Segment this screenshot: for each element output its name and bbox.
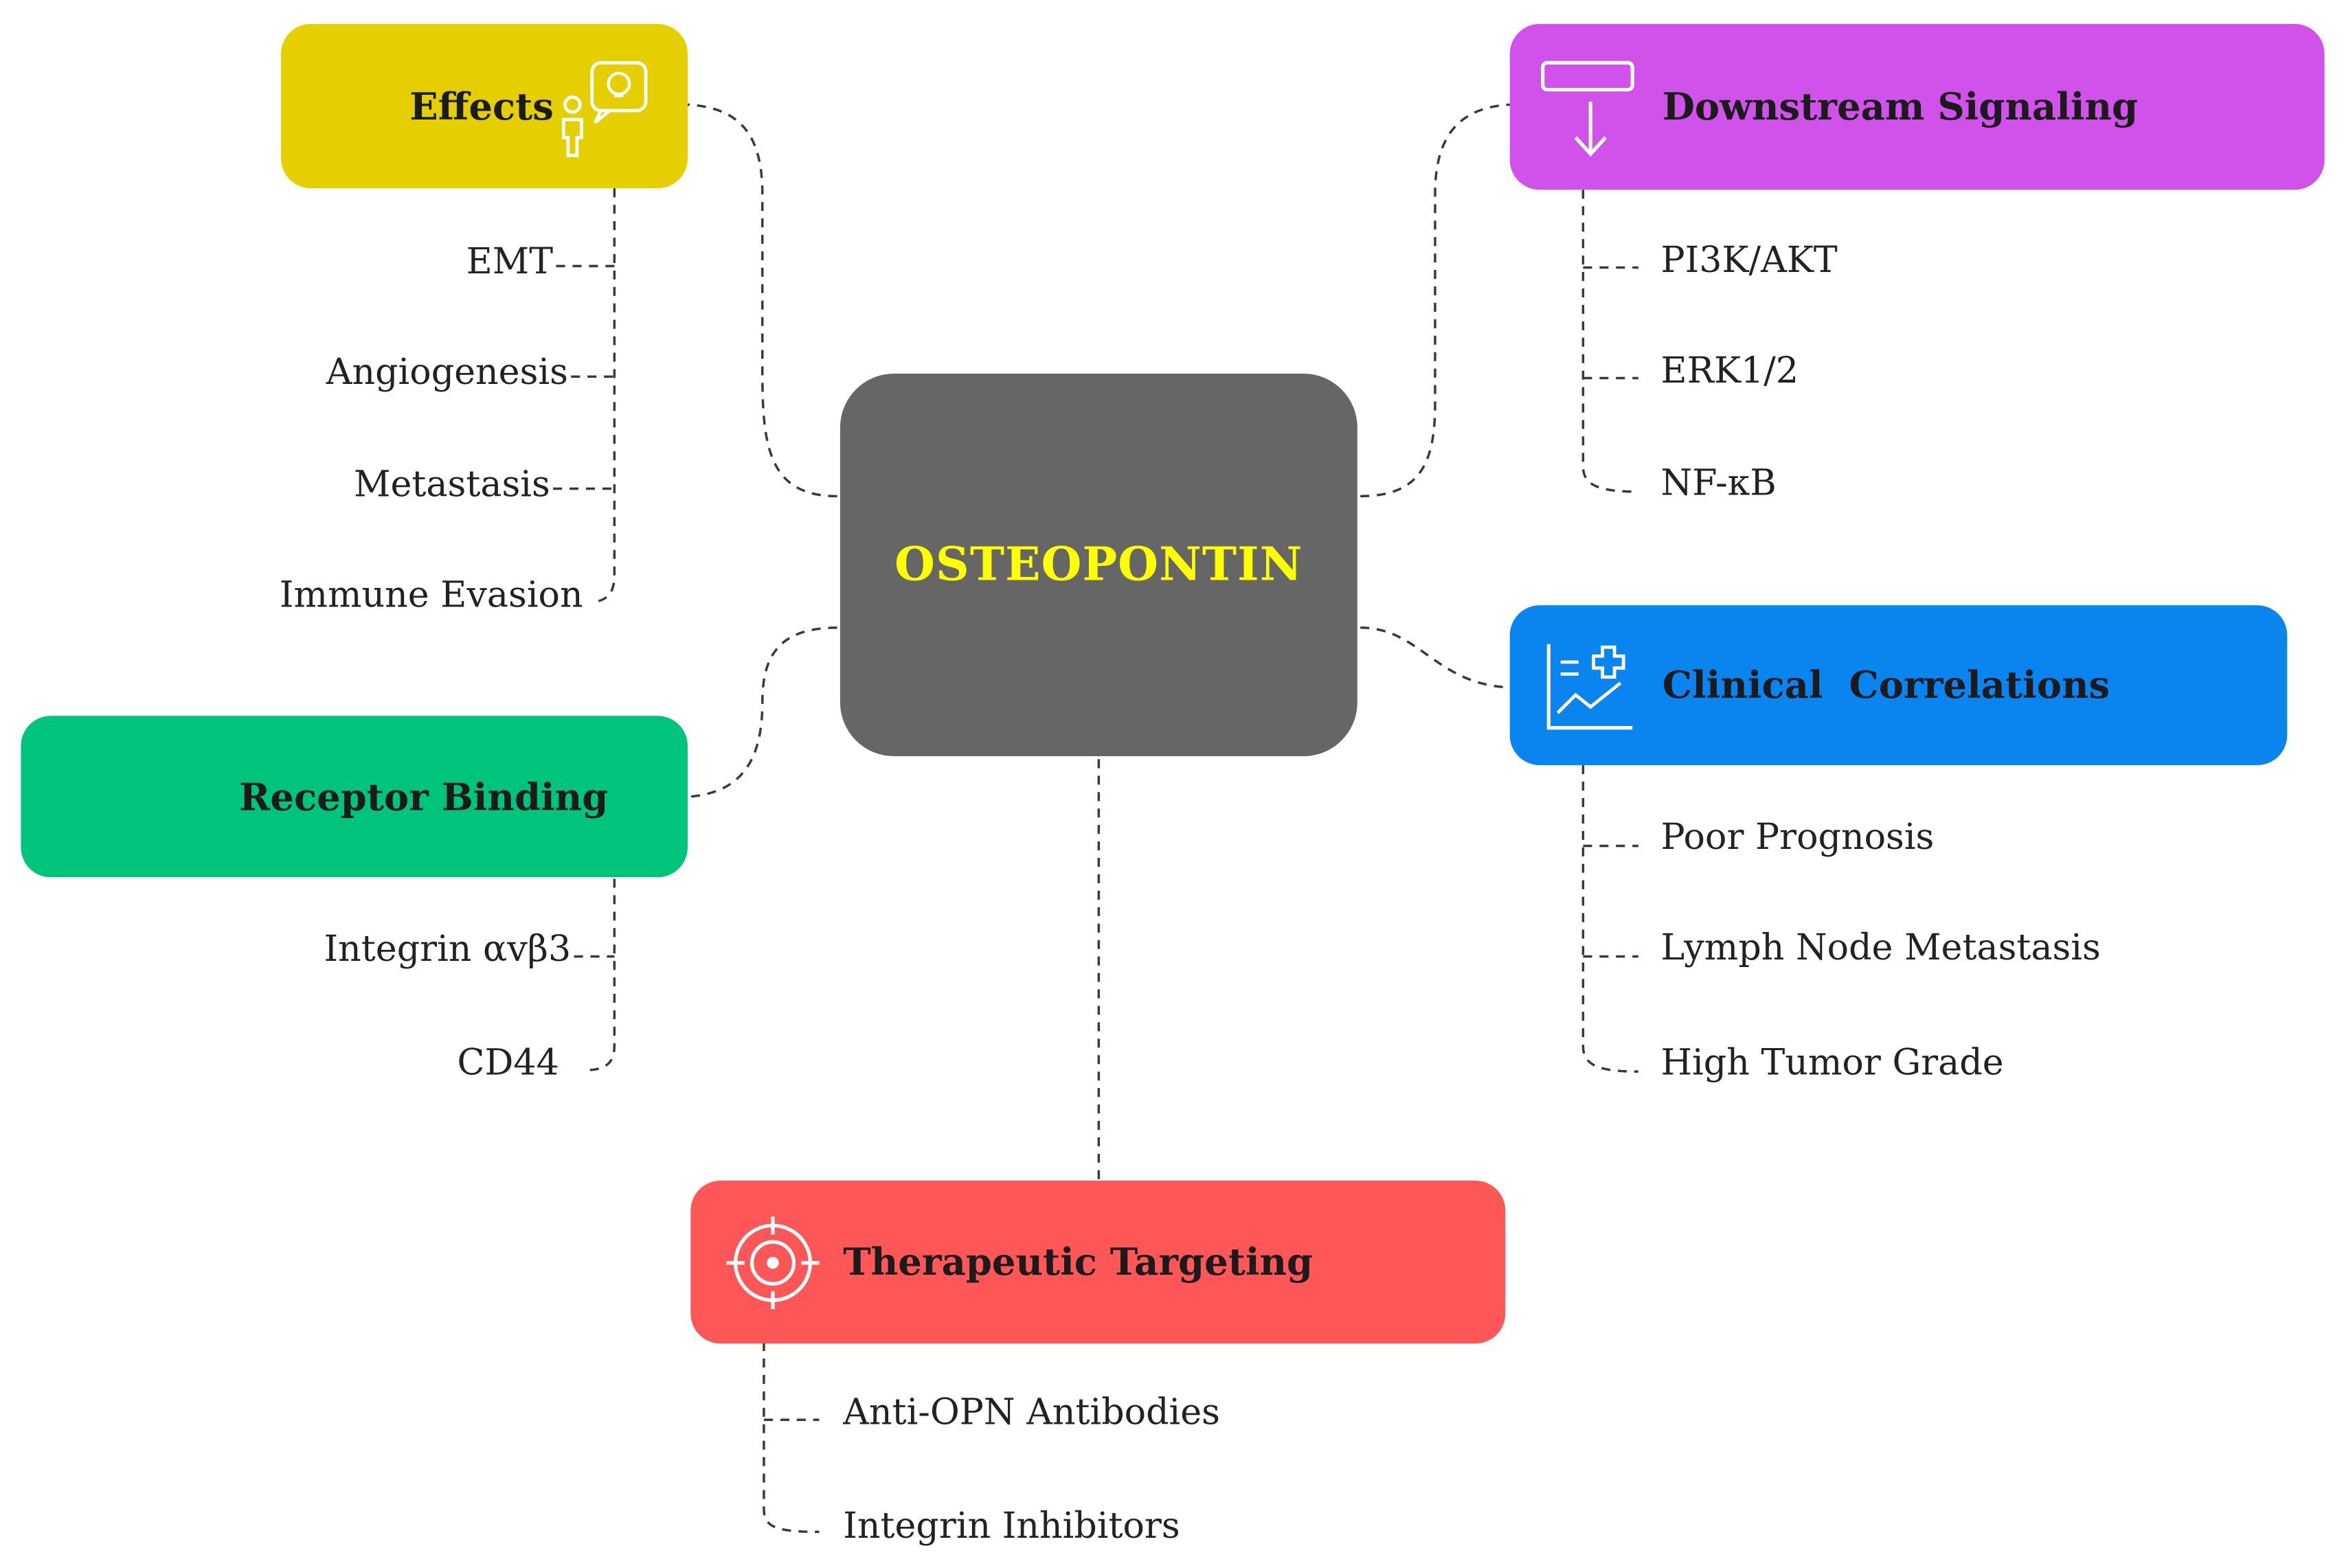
center-label: OSTEOPONTIN (894, 538, 1303, 592)
connector-center-effects (687, 103, 837, 498)
downstream-signaling-title: Downstream Signaling (1662, 85, 2139, 129)
clinical-correlations-title: Clinical Correlations (1662, 663, 2110, 707)
effects-item-immune-evasion: Immune Evasion (279, 573, 583, 616)
therapeutic-item-antibodies: Anti-OPN Antibodies (843, 1391, 1220, 1433)
receptor-item-integrin: Integrin αvβ3 (324, 928, 572, 970)
effects-item-angiogenesis: Angiogenesis (326, 351, 568, 394)
therapeutic-targeting-box: Therapeutic Targeting (690, 1181, 1506, 1344)
connector-center-downstream (1360, 103, 1510, 498)
connector-effects-stem (591, 188, 616, 604)
receptor-item-cd44: CD44 (457, 1041, 559, 1084)
receptor-binding-title: Receptor Binding (239, 775, 609, 819)
effects-box: Effects (281, 23, 688, 189)
receptor-binding-box: Receptor Binding (21, 716, 688, 878)
effects-item-metastasis: Metastasis (354, 463, 550, 505)
center-node: OSTEOPONTIN (839, 374, 1357, 757)
downstream-item-erk: ERK1/2 (1660, 350, 1799, 392)
medical-chart-icon (1543, 638, 1638, 737)
clinical-item-lymph-node: Lymph Node Metastasis (1660, 927, 2101, 969)
person-thinking-icon (556, 57, 655, 161)
connector-downstream-stem (1581, 190, 1638, 493)
clinical-correlations-box: Clinical Correlations (1509, 605, 2288, 766)
effects-title: Effects (409, 84, 554, 128)
clinical-item-poor-prognosis: Poor Prognosis (1660, 816, 1935, 859)
connector-therapeutic-stem (763, 1342, 820, 1534)
connector-center-clinical (1360, 626, 1510, 689)
arrow-down-from-bar-icon (1540, 60, 1638, 164)
therapeutic-item-inhibitors: Integrin Inhibitors (843, 1505, 1180, 1547)
connector-receptor-stem (585, 878, 616, 1071)
therapeutic-targeting-title: Therapeutic Targeting (843, 1240, 1314, 1284)
connector-center-receptor (690, 626, 837, 798)
effects-item-emt: EMT (466, 240, 554, 283)
connector-clinical-stem (1581, 765, 1638, 1073)
downstream-signaling-box: Downstream Signaling (1509, 23, 2325, 190)
target-icon (726, 1216, 820, 1310)
clinical-item-tumor-grade: High Tumor Grade (1660, 1041, 2004, 1084)
downstream-item-pi3k: PI3K/AKT (1660, 239, 1838, 282)
downstream-item-nfkb: NF-κB (1660, 462, 1777, 504)
